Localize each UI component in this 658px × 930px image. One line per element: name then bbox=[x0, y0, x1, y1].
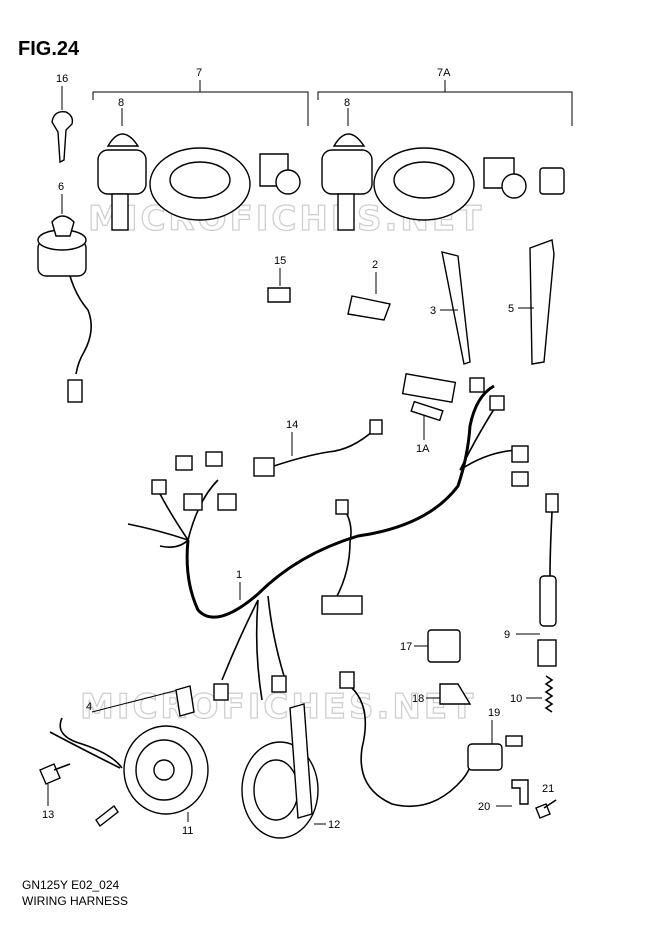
sub-harness-14 bbox=[253, 419, 383, 477]
lock-set-7 bbox=[97, 108, 301, 231]
callout-5: 5 bbox=[508, 303, 514, 315]
clamp-15 bbox=[267, 287, 291, 303]
callout-8-right: 8 bbox=[344, 97, 350, 109]
horn-11 bbox=[95, 685, 209, 828]
band-3 bbox=[441, 251, 471, 365]
callout-7a: 7A bbox=[437, 67, 451, 79]
callout-1a: 1A bbox=[416, 443, 430, 455]
ignition-switch-6 bbox=[37, 194, 92, 403]
callout-16: 16 bbox=[56, 73, 68, 85]
spring-10 bbox=[526, 675, 554, 713]
callout-1: 1 bbox=[236, 569, 242, 581]
callout-6: 6 bbox=[58, 181, 64, 193]
key-16 bbox=[51, 86, 74, 164]
figure-name: WIRING HARNESS bbox=[22, 894, 129, 908]
callout-17: 17 bbox=[400, 641, 412, 653]
callout-21: 21 bbox=[542, 783, 554, 795]
callout-2: 2 bbox=[372, 259, 378, 271]
bolt-21 bbox=[535, 799, 557, 819]
callout-3: 3 bbox=[430, 305, 436, 317]
bracket-5 bbox=[529, 239, 555, 365]
switch-19 bbox=[339, 671, 523, 808]
callout-20: 20 bbox=[478, 801, 490, 813]
callout-8-left: 8 bbox=[118, 97, 124, 109]
callout-19: 19 bbox=[488, 707, 500, 719]
watermark-bottom: MICROFICHES.NET bbox=[80, 687, 476, 727]
bracket-18 bbox=[439, 683, 472, 705]
callout-11: 11 bbox=[182, 825, 193, 837]
bracket-7 bbox=[92, 91, 309, 126]
callout-4: 4 bbox=[86, 701, 92, 713]
horn-12 bbox=[241, 703, 326, 839]
bolt-13 bbox=[39, 763, 71, 806]
bracket-20 bbox=[511, 779, 529, 805]
figure-title: FIG.24 bbox=[18, 38, 80, 60]
callout-14: 14 bbox=[286, 419, 298, 431]
main-harness-1 bbox=[127, 372, 529, 701]
bracket-7a bbox=[317, 91, 573, 126]
switch-9 bbox=[516, 493, 559, 667]
callout-10: 10 bbox=[510, 693, 522, 705]
callout-9: 9 bbox=[504, 629, 510, 641]
callout-7: 7 bbox=[196, 67, 202, 79]
lock-set-7a bbox=[321, 108, 565, 231]
clamp-2 bbox=[347, 295, 391, 321]
callout-12: 12 bbox=[328, 819, 340, 831]
band-4 bbox=[49, 689, 179, 769]
callout-13: 13 bbox=[42, 809, 54, 821]
fuse-1a bbox=[410, 400, 444, 440]
relay-17 bbox=[427, 629, 461, 663]
callout-18: 18 bbox=[412, 693, 424, 705]
model-code: GN125Y E02_024 bbox=[22, 878, 120, 892]
callout-15: 15 bbox=[274, 255, 286, 267]
